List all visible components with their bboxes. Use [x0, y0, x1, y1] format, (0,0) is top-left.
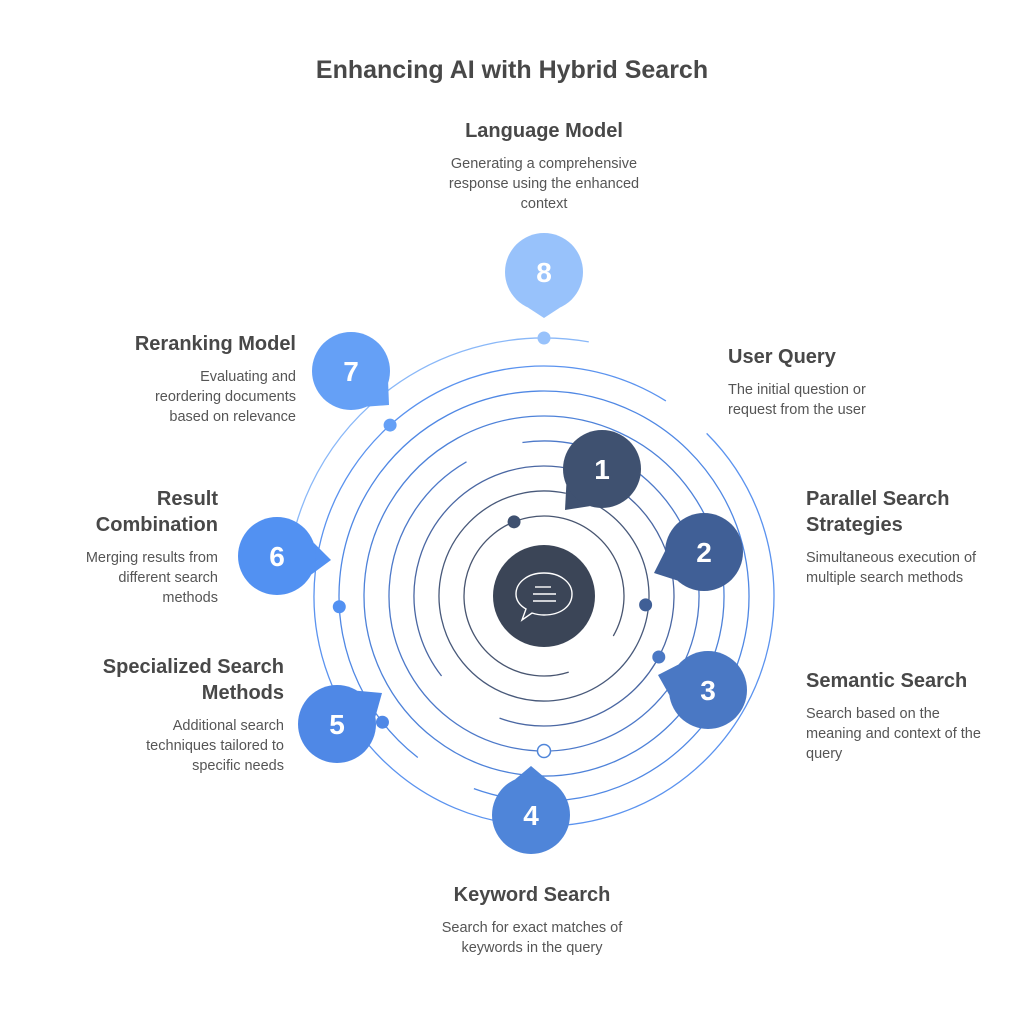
badge-circle — [238, 517, 316, 595]
step-heading: Reranking Model — [134, 333, 296, 355]
step-description: Simultaneous execution of multiple searc… — [806, 550, 977, 586]
step-6-badge: 6 — [238, 517, 331, 595]
badge-circle — [312, 332, 390, 410]
center-hub — [493, 545, 595, 647]
diagram-title: Enhancing AI with Hybrid Search — [315, 56, 709, 84]
step-heading: Keyword Search — [453, 884, 611, 906]
step-heading: User Query — [728, 346, 836, 368]
step-description: Search based on the meaning and context … — [806, 706, 981, 762]
step-2-badge: 2 — [654, 513, 743, 591]
step-number: 2 — [696, 537, 712, 568]
step-7-dot — [383, 418, 397, 432]
step-heading: Specialized Search Methods — [102, 656, 284, 704]
speech-bubble-icon — [515, 572, 573, 622]
step-4-label: Keyword Search Search for exact matches … — [404, 882, 660, 958]
step-description: Generating a comprehensive response usin… — [448, 156, 640, 212]
badge-circle — [492, 776, 570, 854]
orbit-ring — [438, 490, 650, 702]
orbit-dots — [332, 331, 666, 759]
step-heading: Language Model — [465, 120, 623, 142]
orbit-ring — [463, 515, 625, 677]
step-4-dot — [536, 743, 552, 759]
badge-pointer — [515, 766, 547, 780]
step-8-badge: 8 — [505, 233, 583, 318]
step-3-badge: 3 — [658, 651, 747, 729]
step-3-dot — [652, 650, 666, 664]
step-2-dot — [639, 598, 653, 612]
orbit-ring — [388, 440, 700, 752]
step-description: Additional search techniques tailored to… — [146, 718, 284, 774]
step-8-label: Language Model Generating a comprehensiv… — [404, 118, 684, 214]
step-heading: Parallel Search Strategies — [806, 488, 950, 536]
badge-circle — [563, 430, 641, 508]
step-description: The initial question or request from the… — [728, 382, 866, 418]
step-description: Search for exact matches of keywords in … — [441, 920, 623, 956]
badge-circle — [665, 513, 743, 591]
badge-circle — [298, 685, 376, 763]
step-number: 1 — [594, 454, 610, 485]
step-heading: Result Combination — [95, 488, 218, 536]
step-3-label: Semantic Search Search based on the mean… — [806, 668, 991, 764]
step-6-label: Result Combination Merging results from … — [60, 486, 218, 608]
step-7-label: Reranking Model Evaluating and reorderin… — [100, 331, 296, 427]
step-description: Merging results from different search me… — [85, 550, 218, 606]
step-5-badge: 5 — [298, 685, 382, 763]
step-description: Evaluating and reordering documents base… — [154, 369, 296, 425]
step-heading: Semantic Search — [806, 670, 968, 692]
step-1-label: User Query The initial question or reque… — [728, 344, 918, 420]
center-circle — [493, 545, 595, 647]
step-4-badge: 4 — [492, 766, 570, 854]
step-2-label: Parallel Search Strategies Simultaneous … — [806, 486, 991, 588]
step-number: 6 — [269, 541, 285, 572]
orbit-ring — [338, 390, 750, 802]
step-1-dot — [507, 515, 521, 529]
step-number: 3 — [700, 675, 716, 706]
step-7-badge: 7 — [312, 332, 390, 410]
step-8-dot — [537, 331, 551, 345]
step-number: 7 — [343, 356, 359, 387]
step-number: 4 — [523, 800, 539, 831]
step-5-label: Specialized Search Methods Additional se… — [96, 654, 284, 776]
step-number: 8 — [536, 257, 552, 288]
badge-pointer — [311, 542, 331, 575]
step-1-badge: 1 — [563, 430, 641, 510]
step-5-dot — [375, 715, 389, 729]
badge-circle — [669, 651, 747, 729]
orbit-ring — [313, 365, 775, 827]
step-6-dot — [332, 600, 346, 614]
step-badges: 1 2 3 4 5 6 7 8 — [238, 233, 747, 854]
step-number: 5 — [329, 709, 345, 740]
badge-pointer — [528, 307, 560, 318]
badge-circle — [505, 233, 583, 311]
